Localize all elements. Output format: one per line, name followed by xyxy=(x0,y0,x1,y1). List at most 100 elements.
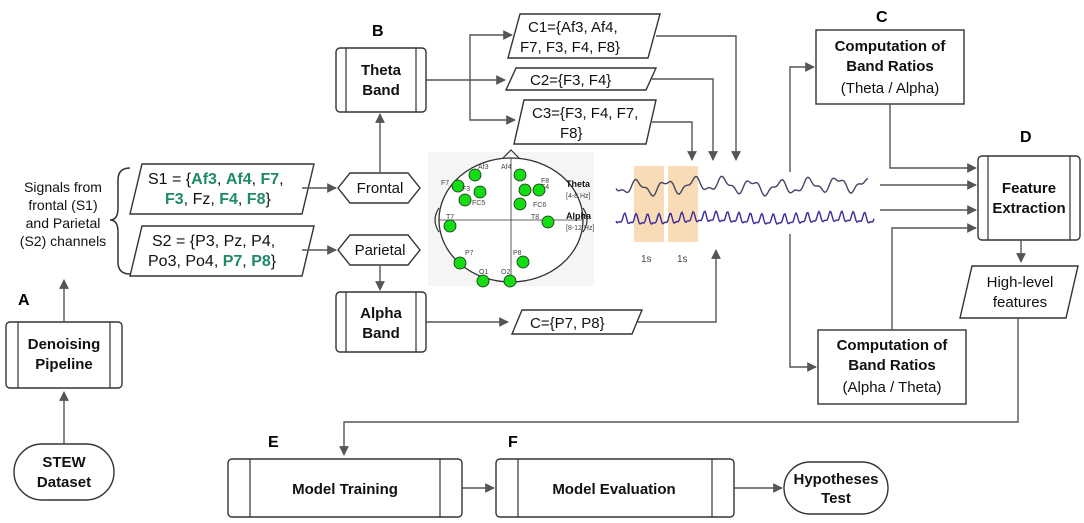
electrode-head-map: Af3 Af4 F7 F3 F4 F8 FC5 FC6 T7 T8 P7 P8 … xyxy=(428,149,594,288)
electrode-af3 xyxy=(468,168,482,182)
electrode-p7-label: P7 xyxy=(465,250,474,257)
electrode-t7 xyxy=(443,219,457,233)
theta-band-box xyxy=(335,47,427,113)
frontal-label: Frontal xyxy=(357,180,404,197)
electrode-af4 xyxy=(513,168,527,182)
electrode-f4-label: F4 xyxy=(541,184,549,191)
theta-wave-hz: [4-8 Hz] xyxy=(566,193,591,200)
signals-label-line: frontal (S1) xyxy=(28,197,97,213)
s2-box xyxy=(129,225,315,277)
arrow-c1-wave xyxy=(656,35,741,161)
high-level-label: features xyxy=(993,294,1047,311)
alpha-wave xyxy=(615,209,875,226)
alpha-wave-title: Alpha xyxy=(566,211,592,221)
model-training-label: Model Training xyxy=(292,481,398,498)
electrode-f3-label: F3 xyxy=(462,186,470,193)
electrode-o2-label: O2 xyxy=(501,269,510,276)
alpha-wave-hz: [8-12 Hz] xyxy=(566,225,594,232)
letter-d: D xyxy=(1020,129,1032,146)
arrow-theta-c1 xyxy=(426,30,513,81)
arrow-wave-ratio-top xyxy=(789,62,815,172)
c-alpha-label: C={P7, P8} xyxy=(530,315,605,332)
letter-e: E xyxy=(268,434,279,451)
electrode-p8-label: P8 xyxy=(513,250,522,257)
electrode-f8-label: F8 xyxy=(541,178,549,185)
letter-c: C xyxy=(876,9,888,26)
denoising-label: Denoising xyxy=(28,336,101,353)
alpha-band-label: Band xyxy=(362,325,400,342)
electrode-p7 xyxy=(453,256,467,270)
electrode-o1-label: O1 xyxy=(479,269,488,276)
band-ratio-top-line: Computation of xyxy=(835,38,947,55)
signals-label: Signals from frontal (S1) and Parietal (… xyxy=(20,179,106,249)
arrow-c-alpha-wave xyxy=(636,249,721,323)
electrode-t8-label: T8 xyxy=(531,214,539,221)
arrow-ratio-bottom-fe xyxy=(891,223,977,330)
frontal-hexagon xyxy=(337,172,421,204)
arrow-ratio-top-fe xyxy=(889,104,977,173)
band-ratio-top-line: (Theta / Alpha) xyxy=(841,80,939,97)
band-ratio-bottom-line: Band Ratios xyxy=(848,357,936,374)
parietal-label: Parietal xyxy=(355,242,406,259)
parietal-hexagon xyxy=(337,234,421,266)
signals-brace xyxy=(109,167,131,275)
hypotheses-label: Test xyxy=(821,490,851,507)
theta-wave-title: Theta xyxy=(566,179,591,189)
electrode-fc6-label: FC6 xyxy=(533,202,546,209)
electrode-p8 xyxy=(516,255,530,269)
wave-panel: Theta [4-8 Hz] Alpha [8-12 Hz] 1s 1s xyxy=(566,166,875,265)
alpha-band-box xyxy=(335,291,427,353)
s2-line1: S2 = {P3, Pz, P4, xyxy=(152,233,275,250)
c3-line: C3={F3, F4, F7, xyxy=(532,105,638,122)
s1-line1: S1 = {Af3, Af4, F7, xyxy=(148,171,284,188)
band-ratio-theta-alpha-box xyxy=(815,29,965,105)
letter-a: A xyxy=(18,292,30,309)
letter-f: F xyxy=(508,434,518,451)
arrow-wave-ratio-bottom xyxy=(789,234,817,372)
letter-b: B xyxy=(372,23,384,40)
denoising-label: Pipeline xyxy=(35,356,93,373)
electrode-o1 xyxy=(476,274,490,288)
head-left-ear xyxy=(434,207,440,233)
time-window-1 xyxy=(634,166,664,242)
theta-wave xyxy=(615,175,869,197)
c1-line: F7, F3, F4, F8} xyxy=(520,39,620,56)
band-ratio-top-line: Band Ratios xyxy=(846,58,934,75)
stew-dataset-box xyxy=(13,443,115,501)
arrow-theta-c3 xyxy=(469,80,516,125)
c3-box xyxy=(513,99,657,145)
electrode-f8 xyxy=(532,183,546,197)
hypotheses-label: Hypotheses xyxy=(793,471,878,488)
feature-extraction-label: Extraction xyxy=(992,200,1065,217)
electrode-t7-label: T7 xyxy=(446,214,454,221)
c2-box xyxy=(504,67,658,91)
signals-label-line: and Parietal xyxy=(26,215,101,231)
high-level-features-box xyxy=(959,265,1079,319)
feature-extraction-label: Feature xyxy=(1002,180,1056,197)
hypotheses-test-box xyxy=(783,461,889,515)
signals-label-line: (S2) channels xyxy=(20,233,106,249)
feature-extraction-box xyxy=(977,155,1081,241)
time-window-2-label: 1s xyxy=(677,254,688,265)
theta-band-label: Band xyxy=(362,82,400,99)
arrow-highlevel-training xyxy=(339,318,1019,456)
electrode-fc5-label: FC5 xyxy=(472,200,485,207)
electrode-af3-label: Af3 xyxy=(478,164,489,171)
c2-label: C2={F3, F4} xyxy=(530,72,611,89)
arrow-c2-wave xyxy=(652,78,718,161)
time-window-1-label: 1s xyxy=(641,254,652,265)
s2-line2: Po3, Po4, P7, P8} xyxy=(148,253,277,270)
electrode-o2 xyxy=(503,274,517,288)
electrode-fc6 xyxy=(513,197,527,211)
band-ratio-bottom-line: Computation of xyxy=(837,337,949,354)
model-evaluation-label: Model Evaluation xyxy=(552,481,675,498)
s1-box xyxy=(129,163,315,215)
stew-label: STEW xyxy=(42,454,86,471)
c3-line: F8} xyxy=(560,125,583,142)
alpha-band-label: Alpha xyxy=(360,305,402,322)
denoising-pipeline-box xyxy=(5,321,123,389)
high-level-label: High-level xyxy=(987,274,1054,291)
signals-label-line: Signals from xyxy=(24,179,102,195)
c1-box xyxy=(507,13,661,59)
